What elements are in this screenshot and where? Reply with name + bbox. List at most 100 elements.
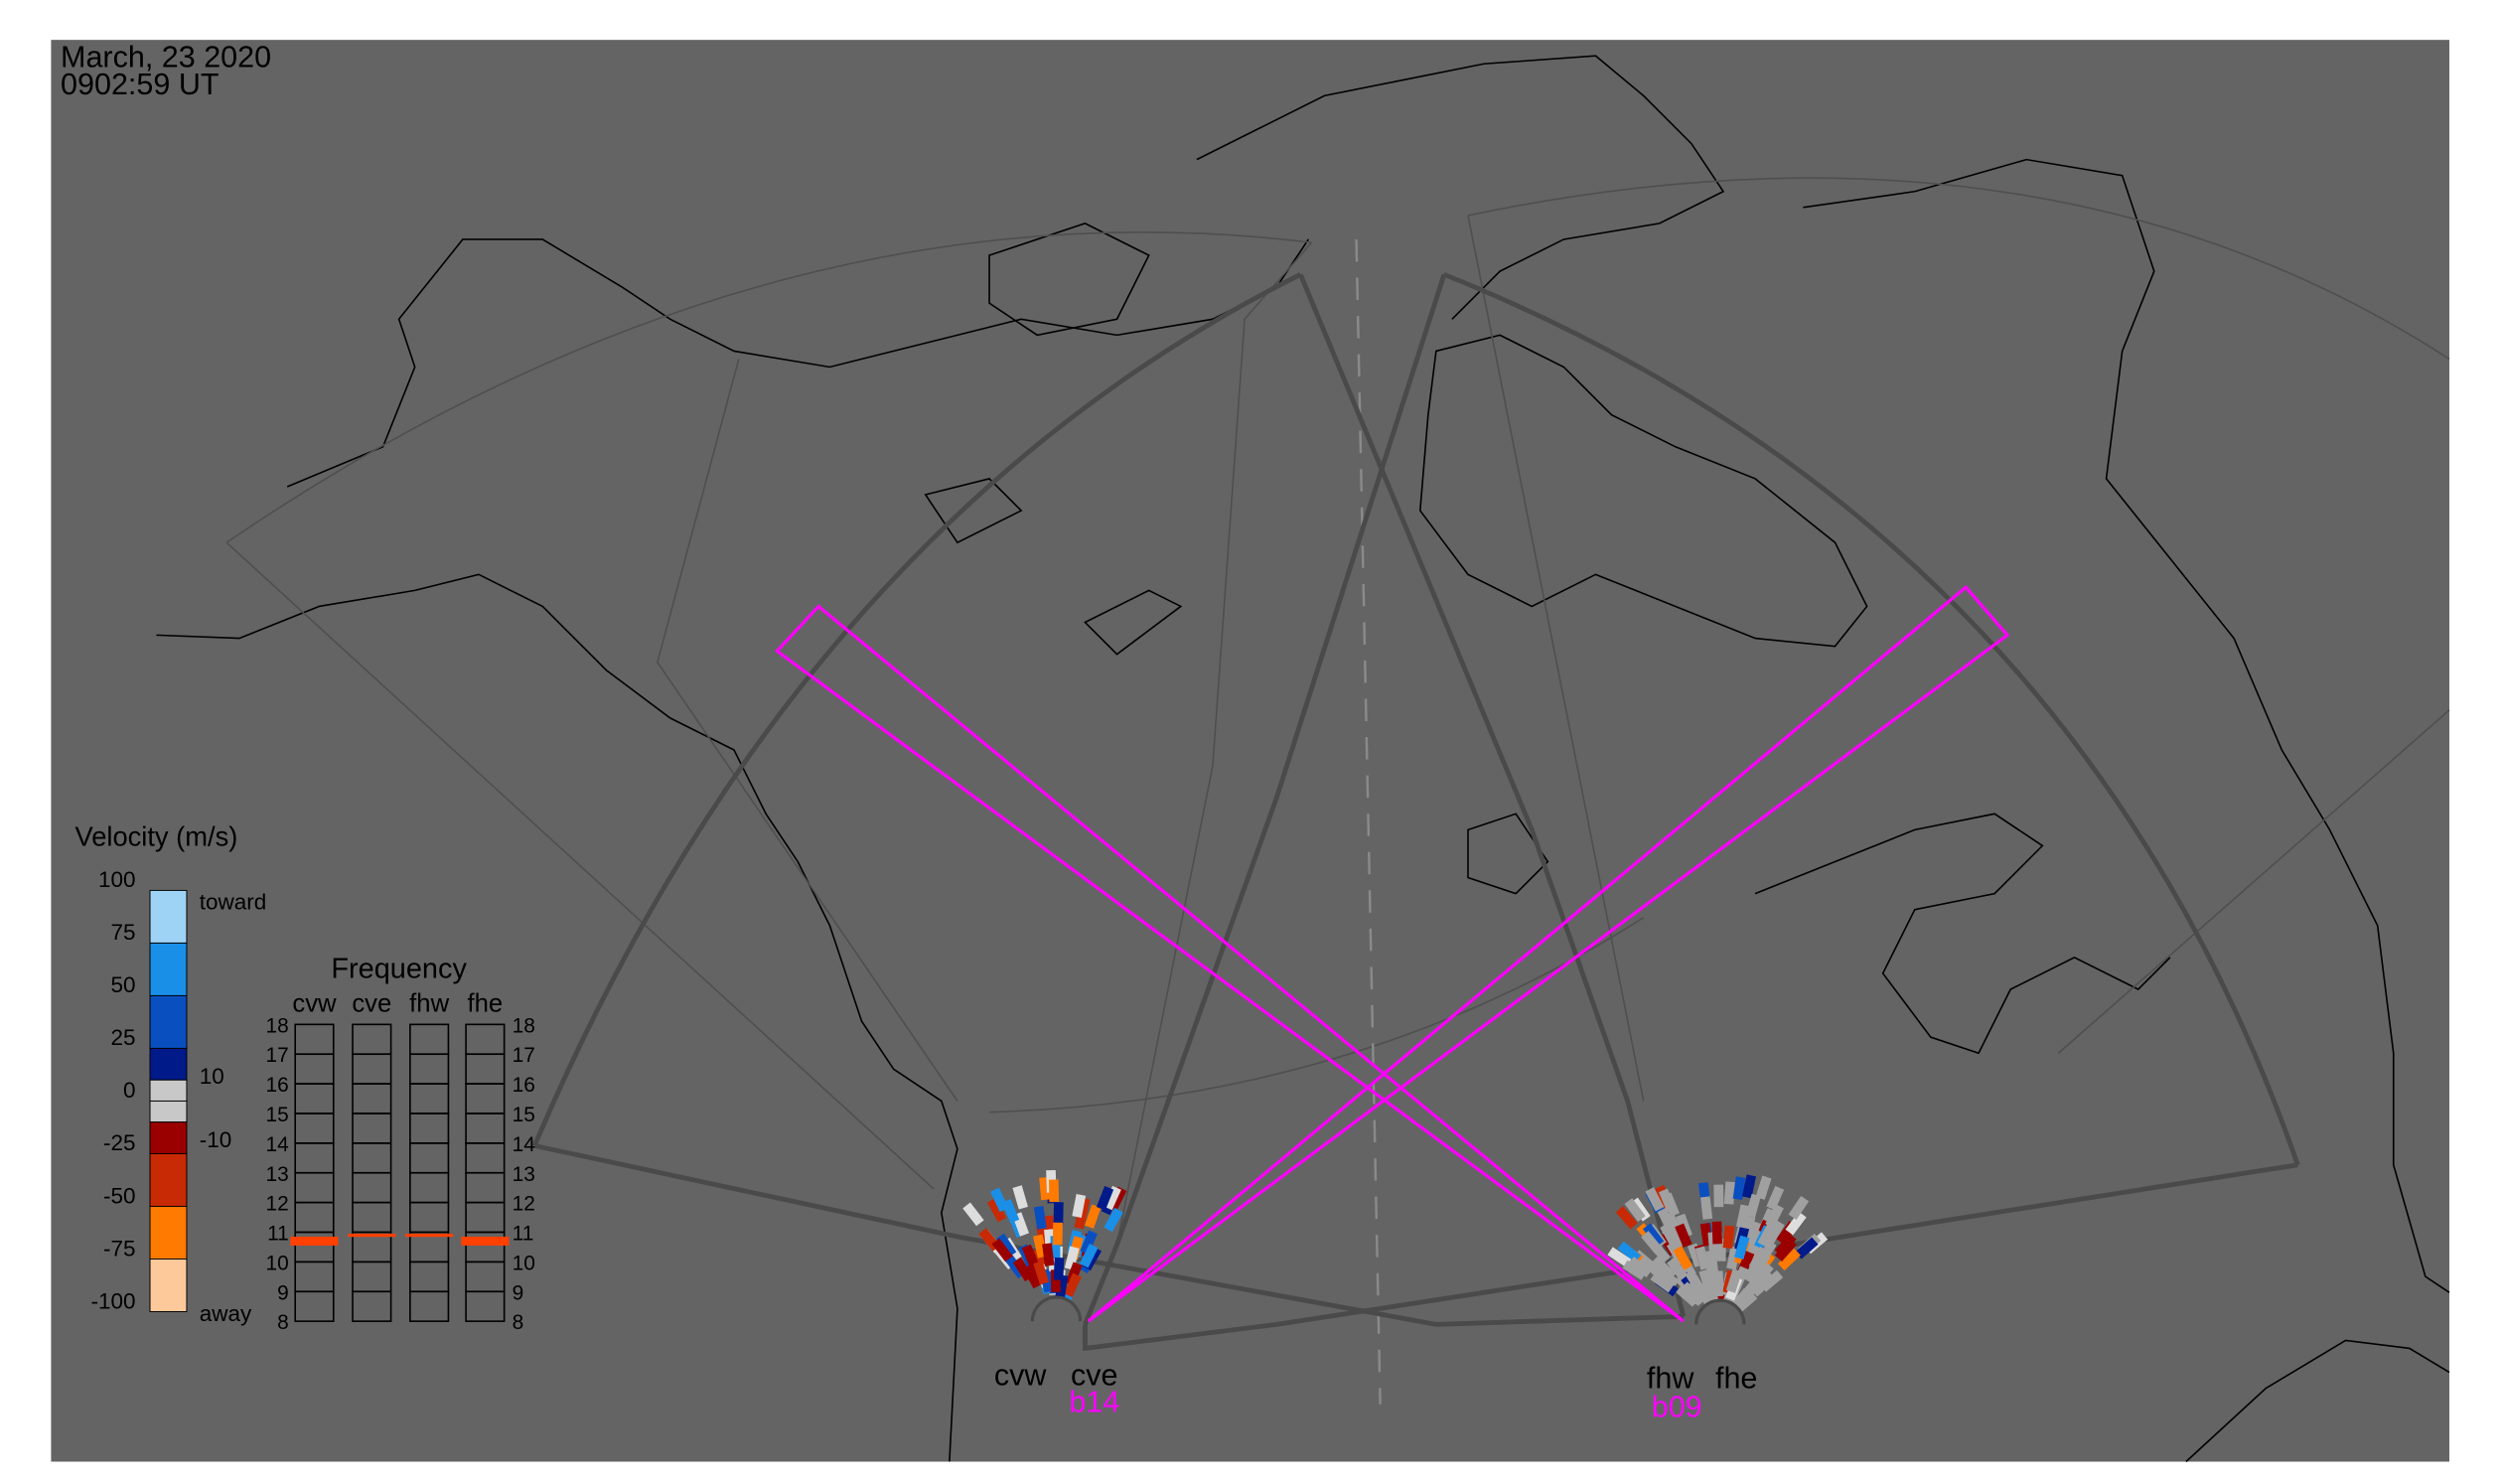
scatter-cell	[1622, 1260, 1647, 1280]
frequency-row-label-left: 16	[266, 1074, 289, 1097]
coastlines	[156, 55, 2450, 1463]
frequency-row-label-left: 14	[266, 1133, 289, 1156]
scatter-cell	[1063, 1272, 1082, 1298]
colorbar-segment	[149, 1205, 188, 1260]
scatter-cell	[1795, 1237, 1819, 1260]
scatter-cell	[1685, 1269, 1705, 1294]
colorbar-segment	[149, 1079, 188, 1102]
frequency-cell	[465, 1290, 506, 1322]
scatter-cell	[1785, 1211, 1807, 1236]
scatter-cell	[1673, 1246, 1693, 1270]
scatter-cell	[1084, 1204, 1102, 1229]
scatter-cell	[1080, 1230, 1098, 1255]
frequency-row-label-right: 13	[513, 1163, 535, 1186]
scatter-cell	[1759, 1269, 1784, 1292]
colorbar-away-label: away	[200, 1301, 252, 1326]
colorbar-tick-label: 50	[111, 972, 136, 997]
scatter-cell	[1001, 1198, 1020, 1224]
frequency-column-cvw: cvw	[292, 989, 337, 1017]
radar-label-fhe: fhe	[1715, 1362, 1757, 1396]
scatter-cell	[1713, 1184, 1724, 1208]
scatter-cell	[1033, 1206, 1047, 1230]
frequency-cell	[294, 1290, 335, 1322]
scatter-cell	[1064, 1246, 1080, 1270]
frequency-column-fhw: fhw	[409, 989, 449, 1017]
scatter-cell	[1104, 1207, 1123, 1233]
scatter-cell	[1722, 1225, 1735, 1249]
scatter-cell	[1641, 1231, 1663, 1255]
scatter-cell	[1660, 1223, 1680, 1248]
beam-label-b09: b09	[1652, 1391, 1702, 1424]
scatter-cell	[1683, 1282, 1705, 1306]
frequency-highlight-fhw	[405, 1233, 454, 1238]
frequency-row-label-right: 9	[513, 1281, 524, 1304]
scatter-cell	[1021, 1244, 1040, 1269]
colorbar-tick-label: 100	[98, 867, 136, 892]
radar-site	[1030, 1295, 1083, 1322]
radar-label-cvw: cvw	[994, 1358, 1048, 1392]
colorbar-segment	[149, 1100, 188, 1123]
beam-outlines	[774, 584, 2010, 1323]
frequency-title: Frequency	[331, 954, 467, 985]
colorbar-tick-label: -75	[103, 1236, 136, 1261]
scatter-cell	[1053, 1257, 1065, 1280]
fov-outlines-thin	[225, 177, 2450, 1246]
scatter-cell	[1072, 1194, 1087, 1218]
scatter-cell	[1742, 1275, 1765, 1299]
frequency-cell	[352, 1290, 392, 1322]
radar-label-fhw: fhw	[1647, 1362, 1694, 1396]
frequency-row-label-left: 9	[277, 1281, 289, 1304]
colorbar-segment	[149, 889, 188, 944]
scatter-cell	[962, 1202, 984, 1227]
scatter-cell	[1615, 1206, 1638, 1230]
scatter-cell	[1022, 1263, 1042, 1289]
scatter-cell	[1766, 1185, 1785, 1211]
scatter-cell	[995, 1233, 1017, 1258]
colorbar-tick-label: 75	[111, 920, 136, 945]
scatter-cell	[1735, 1204, 1751, 1229]
scatter-cell	[991, 1238, 1013, 1262]
scatter-cell	[1774, 1233, 1797, 1257]
colorbar-toward-label: toward	[200, 890, 267, 915]
colorbar-segment	[149, 1152, 188, 1207]
colorbar-inner-label-neg10: -10	[200, 1127, 232, 1152]
frequency-row-label-left: 8	[277, 1311, 289, 1334]
scatter-cell	[1053, 1202, 1064, 1225]
frequency-row-label-right: 16	[513, 1074, 535, 1097]
frequency-row-label-right: 17	[513, 1044, 535, 1067]
scatter-cell	[1699, 1196, 1713, 1220]
scatter-cell	[1703, 1280, 1719, 1306]
scatter-cell	[1732, 1176, 1746, 1200]
colorbar-segment	[149, 1047, 188, 1081]
colorbar-tick-label: -25	[103, 1130, 136, 1155]
scatter-cell	[1042, 1243, 1055, 1266]
dashed-meridian	[1355, 238, 1382, 1405]
frequency-row-label-right: 15	[513, 1104, 535, 1126]
frequency-row-label-right: 12	[513, 1193, 535, 1216]
scatter-cell	[1643, 1223, 1665, 1248]
scatter-cell	[1052, 1222, 1063, 1246]
scatter-cell	[1711, 1221, 1723, 1245]
scatter-cell	[1607, 1247, 1632, 1267]
scatter-cell	[1645, 1187, 1665, 1212]
frequency-row-label-right: 14	[513, 1133, 535, 1156]
frequency-row-label-left: 17	[266, 1044, 289, 1067]
scatter-cell	[1012, 1185, 1028, 1210]
frequency-row-label-left: 15	[266, 1104, 289, 1126]
scatter-cell	[1734, 1235, 1750, 1261]
frequency-row-label-left: 18	[266, 1014, 289, 1037]
beam-label-b14: b14	[1069, 1386, 1119, 1419]
scatter-cell	[1667, 1257, 1689, 1281]
scatter-cell	[1657, 1207, 1677, 1233]
frequency-row-label-left: 12	[266, 1193, 289, 1216]
colorbar-title: Velocity (m/s)	[75, 820, 238, 851]
colorbar-tick-label: 0	[123, 1078, 136, 1103]
frequency-row-label-right: 10	[513, 1252, 535, 1274]
scatter-cell	[1745, 1193, 1761, 1219]
scatter-cell	[1765, 1204, 1784, 1229]
frequency-row-label-right: 11	[513, 1223, 534, 1246]
map-background	[51, 40, 2449, 1462]
frequency-row-label-left: 10	[266, 1252, 289, 1274]
